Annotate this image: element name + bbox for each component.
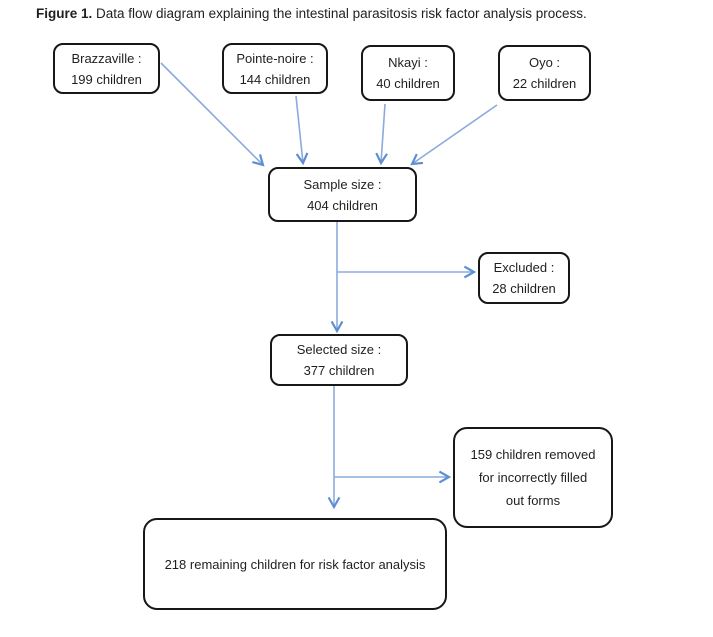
node-removed-line3: out forms	[505, 493, 561, 508]
node-final-remaining: 218 remaining children for risk factor a…	[143, 518, 447, 610]
node-pointe-noire-line2: 144 children	[239, 71, 311, 87]
node-sample-size-line2: 404 children	[307, 197, 378, 213]
figure-caption: Figure 1. Data flow diagram explaining t…	[36, 6, 587, 21]
node-sample-size-line1: Sample size :	[303, 176, 382, 192]
arrow-pointe-noire-to-sample	[295, 95, 309, 166]
node-oyo: Oyo : 22 children	[498, 45, 591, 101]
node-excluded-line2: 28 children	[492, 281, 556, 296]
node-brazzaville: Brazzaville : 199 children	[53, 43, 160, 94]
node-oyo-line2: 22 children	[512, 76, 577, 91]
figure-caption-text: Data flow diagram explaining the intesti…	[92, 6, 587, 21]
node-nkayi-line1: Nkayi :	[388, 55, 428, 70]
arrow-oyo-to-sample	[410, 104, 498, 166]
node-pointe-noire-line1: Pointe-noire :	[236, 50, 314, 66]
node-nkayi: Nkayi : 40 children	[361, 45, 455, 101]
node-brazzaville-line1: Brazzaville :	[71, 50, 142, 66]
node-excluded-line1: Excluded :	[493, 260, 555, 275]
node-selected-size-line1: Selected size :	[296, 342, 382, 357]
node-pointe-noire: Pointe-noire : 144 children	[222, 43, 328, 94]
figure-caption-label: Figure 1.	[36, 6, 93, 21]
arrow-nkayi-to-sample	[375, 103, 388, 166]
node-oyo-line1: Oyo :	[528, 55, 561, 70]
node-selected-size-line2: 377 children	[303, 363, 375, 378]
node-final-line1: 218 remaining children for risk factor a…	[164, 556, 426, 572]
node-sample-size: Sample size : 404 children	[268, 167, 417, 222]
node-removed-children: 159 children removed for incorrectly fil…	[453, 427, 613, 528]
node-brazzaville-line2: 199 children	[71, 71, 142, 87]
node-removed-line1: 159 children removed	[470, 447, 596, 462]
arrow-brazzaville-to-sample	[160, 62, 265, 167]
node-excluded: Excluded : 28 children	[478, 252, 570, 304]
node-nkayi-line2: 40 children	[376, 76, 440, 91]
node-selected-size: Selected size : 377 children	[270, 334, 408, 386]
node-removed-line2: for incorrectly filled	[478, 470, 588, 485]
